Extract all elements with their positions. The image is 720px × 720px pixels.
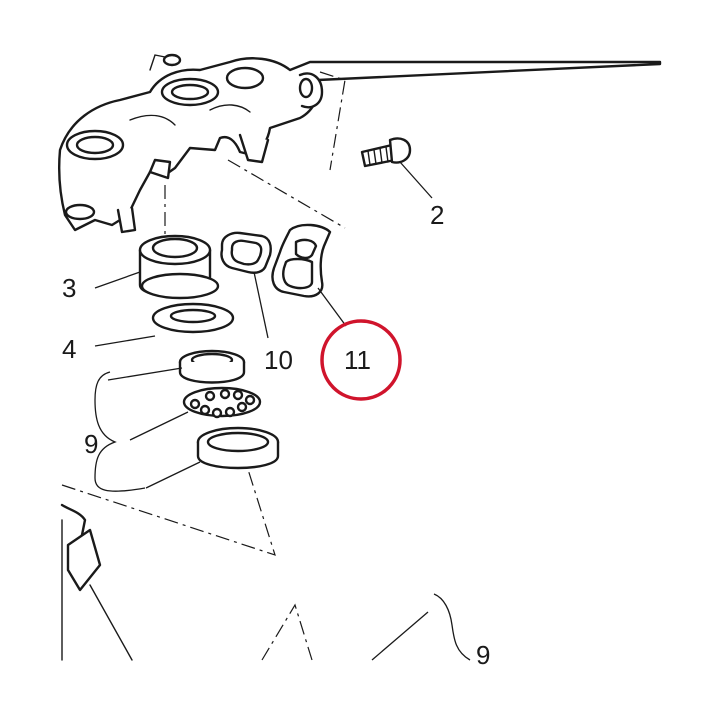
callout-label-4: 4 [62, 334, 76, 364]
nut-part-3 [94, 234, 220, 300]
callout-label-3: 3 [62, 273, 76, 303]
bearing-balls [189, 388, 256, 419]
bracket-clip-part-11 [271, 223, 347, 327]
rubber-block-part-10 [220, 231, 272, 339]
bearing-set-part-9 [94, 349, 280, 492]
lower-fork-leg [60, 503, 133, 661]
callout-label-9-lower: 9 [476, 640, 490, 670]
callout-label-10: 10 [264, 345, 293, 375]
callout-label-2: 2 [430, 200, 444, 230]
callout-label-9: 9 [84, 429, 98, 459]
steering-head-bracket [58, 53, 662, 234]
screw-part-2 [360, 137, 433, 199]
highlight-circle [320, 319, 402, 401]
callout-label-11: 11 [344, 345, 371, 375]
lower-bearing-group-9 [371, 593, 471, 661]
washer-part-4 [94, 302, 235, 347]
alignment-lines [61, 71, 346, 661]
